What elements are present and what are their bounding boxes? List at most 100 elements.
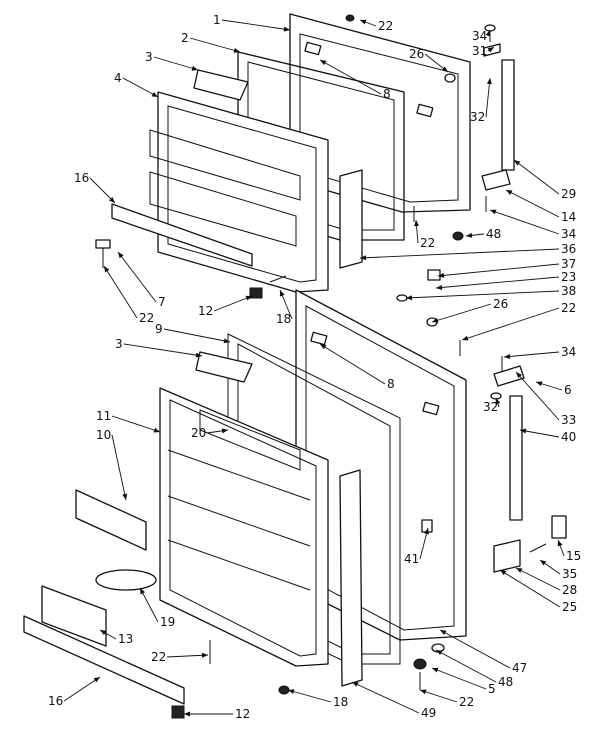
callout-c15: 15: [557, 539, 581, 563]
callout-label: 32: [470, 110, 485, 124]
callout-arrowhead: [140, 588, 146, 595]
callout-arrowhead: [221, 428, 228, 434]
callout-c16a: 16: [74, 171, 116, 204]
callout-label: 26: [409, 47, 424, 61]
callout-label: 16: [48, 694, 63, 708]
callout-c33: 33: [515, 371, 576, 427]
callout-leader-line: [117, 251, 157, 303]
callout-arrowhead: [360, 255, 367, 261]
callout-label: 22: [561, 301, 576, 315]
callout-label: 29: [561, 187, 576, 201]
callout-label: 22: [378, 19, 393, 33]
callout-arrowhead: [486, 78, 492, 85]
callout-c1: 1: [213, 13, 291, 32]
callout-leader-line: [166, 654, 209, 658]
callout-c36: 36: [359, 242, 576, 261]
callout-leader-line: [419, 689, 458, 703]
callout-label: 22: [139, 311, 154, 325]
upper-shelf-rail: [111, 203, 253, 267]
callout-arrowhead: [122, 493, 128, 500]
callout-arrowhead: [245, 295, 252, 301]
callout-arrowhead: [557, 540, 563, 547]
callout-c41: 41: [404, 527, 429, 566]
callout-label: 37: [561, 257, 576, 271]
callout-arrowhead: [108, 196, 115, 203]
lower-bottom-rail: [23, 615, 185, 705]
callout-leader-line: [437, 263, 560, 277]
callout-leader-line: [519, 429, 560, 438]
callout-leader-line: [319, 343, 386, 385]
callout-leader-line: [489, 209, 560, 235]
callout-arrowhead: [320, 60, 327, 66]
callout-label: 11: [96, 409, 111, 423]
callout-leader-line: [319, 59, 382, 95]
callout-label: 8: [387, 377, 395, 391]
callout-arrowhead: [184, 711, 190, 717]
callout-leader-line: [163, 328, 231, 343]
callout-leader-line: [461, 307, 560, 341]
callout-c49: 49: [351, 681, 436, 720]
callout-label: 40: [561, 430, 576, 444]
callout-arrowhead: [201, 652, 208, 658]
callout-arrowhead: [438, 272, 445, 278]
callout-label: 4: [114, 71, 122, 85]
callout-arrowhead: [424, 528, 429, 535]
callout-leader-line: [435, 649, 497, 683]
upper-hinge-parts: [345, 14, 515, 241]
callout-arrowhead: [500, 570, 507, 576]
callout-label: 14: [561, 210, 576, 224]
callout-arrowhead: [432, 667, 439, 673]
callout-leader-line: [189, 37, 241, 53]
callout-c20: 20: [191, 426, 229, 440]
callout-leader-line: [359, 248, 560, 259]
callout-arrowhead: [288, 689, 295, 695]
callout-c48a: 48: [465, 227, 501, 241]
callout-arrowhead: [233, 47, 240, 53]
callout-leader-line: [503, 351, 560, 358]
callout-arrowhead: [490, 209, 497, 215]
callout-c22f: 22: [419, 689, 474, 709]
lower-door-assembly: [23, 269, 567, 719]
callout-leader-line: [515, 371, 560, 421]
callout-label: 20: [191, 426, 206, 440]
lower-dairy-bin: [75, 489, 147, 551]
callout-label: 12: [198, 304, 213, 318]
callout-arrowhead: [436, 284, 443, 290]
callout-c32a: 32: [470, 77, 492, 124]
callout-c22c: 22: [103, 265, 154, 325]
callout-c12a: 12: [198, 295, 253, 318]
callout-label: 38: [561, 284, 576, 298]
callout-leader-line: [439, 629, 511, 669]
callout-label: 8: [383, 87, 391, 101]
callout-c22d: 22: [461, 301, 576, 341]
callout-label: 1: [213, 13, 221, 27]
callout-label: 16: [74, 171, 89, 185]
callout-c37: 37: [437, 257, 576, 278]
callout-arrowhead: [191, 65, 198, 71]
callout-arrowhead: [436, 650, 443, 656]
callout-label: 35: [562, 567, 577, 581]
callout-label: 47: [512, 661, 527, 675]
callout-arrowhead: [440, 630, 447, 636]
callout-c35: 35: [539, 559, 577, 581]
callout-c47: 47: [439, 629, 527, 675]
callout-c6: 6: [535, 381, 572, 397]
callout-c23: 23: [435, 270, 576, 290]
callout-label: 10: [96, 428, 111, 442]
callout-label: 49: [421, 706, 436, 720]
callout-arrowhead: [462, 335, 469, 341]
callout-c22b: 22: [414, 219, 435, 250]
callout-c14: 14: [505, 189, 576, 224]
callout-c3a: 3: [145, 50, 199, 71]
callout-arrowhead: [441, 66, 448, 72]
callout-arrowhead: [495, 398, 501, 405]
callout-c25: 25: [499, 569, 577, 614]
callout-leader-line: [111, 434, 127, 501]
callout-arrowhead: [516, 568, 523, 573]
callout-c3b: 3: [115, 337, 203, 358]
lower-bottom-bin: [41, 585, 107, 647]
callout-arrowhead: [466, 232, 473, 238]
callout-label: 6: [564, 383, 572, 397]
callout-arrowhead: [540, 560, 547, 566]
